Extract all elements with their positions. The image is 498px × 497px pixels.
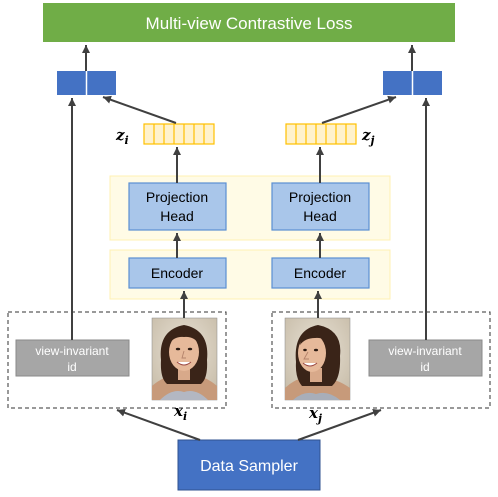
output-block-right-a — [383, 71, 412, 95]
view-invariant-id-right-label-1: view-invariant — [388, 344, 462, 358]
loss-label: Multi-view Contrastive Loss — [146, 14, 353, 33]
loss-bar — [43, 3, 455, 42]
embedding-z-i — [143, 123, 215, 145]
encoder-left — [128, 257, 227, 289]
projection-head-right-label-1: Projection — [289, 189, 351, 205]
input-region-left — [7, 311, 227, 409]
projection-head-left-label-2: Head — [160, 208, 193, 224]
projection-head-right — [271, 182, 370, 231]
view-invariant-id-left-label-2: id — [67, 360, 76, 374]
view-invariant-id-right-label-2: id — [420, 360, 429, 374]
data-sampler-box — [177, 439, 321, 491]
arrow-zj-to-output — [321, 95, 397, 124]
output-block-right-b — [413, 71, 442, 95]
face-image-left — [151, 317, 218, 401]
x-i-label: xi — [173, 402, 187, 423]
encoder-right-label: Encoder — [294, 265, 346, 281]
arrow-sampler-to-left — [116, 408, 201, 441]
encoder-right — [271, 257, 370, 289]
view-invariant-id-left — [15, 339, 130, 377]
z-i-label: zi — [115, 126, 129, 147]
encoder-left-label: Encoder — [151, 265, 203, 281]
view-invariant-id-left-label-1: view-invariant — [35, 344, 109, 358]
arrows — [68, 45, 430, 441]
embedding-z-j — [285, 123, 357, 145]
arrow-zi-to-output — [102, 95, 177, 124]
projection-head-left-label-1: Projection — [146, 189, 208, 205]
arrow-sampler-to-right — [297, 408, 382, 441]
projection-head-right-label-2: Head — [303, 208, 336, 224]
projection-head-left — [128, 182, 227, 231]
z-j-label: zj — [361, 126, 375, 147]
output-block-left-a — [57, 71, 86, 95]
x-j-label: xj — [308, 404, 322, 425]
face-image-right — [284, 317, 351, 401]
output-block-left-b — [87, 71, 116, 95]
input-region-right — [271, 311, 491, 409]
data-sampler-label: Data Sampler — [200, 458, 298, 475]
